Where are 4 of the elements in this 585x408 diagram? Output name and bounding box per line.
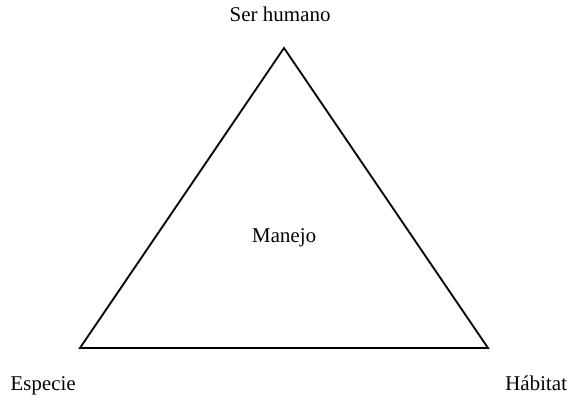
vertex-label: Especie (10, 371, 76, 396)
vertex-label: Ser humano (230, 2, 330, 27)
center-label: Manejo (252, 223, 316, 248)
vertex-label: Hábitat (505, 371, 567, 396)
